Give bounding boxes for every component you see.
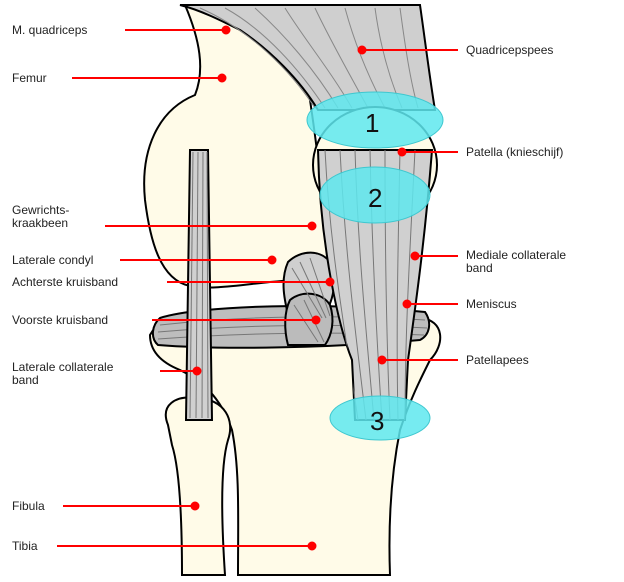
- label-laterale-collaterale-band: Laterale collaterale band: [12, 360, 114, 387]
- dot-achterste-kruisband: [325, 277, 335, 287]
- label-quadricepspees: Quadricepspees: [466, 43, 554, 57]
- dot-mediale-collaterale-band: [410, 251, 420, 261]
- dot-patella: [397, 147, 407, 157]
- label-laterale-condyl: Laterale condyl: [12, 253, 94, 267]
- region-1-highlight: [306, 91, 444, 149]
- label-m-quadriceps: M. quadriceps: [12, 23, 88, 37]
- label-meniscus: Meniscus: [466, 297, 517, 311]
- dot-quadricepspees: [357, 45, 367, 55]
- dot-laterale-condyl: [267, 255, 277, 265]
- label-achterste-kruisband: Achterste kruisband: [12, 275, 119, 289]
- dot-patellapees: [377, 355, 387, 365]
- dot-m-quadriceps: [221, 25, 231, 35]
- label-gewrichtskraakbeen: Gewrichts- kraakbeen: [12, 203, 70, 230]
- dot-fibula: [190, 501, 200, 511]
- region-3-highlight: [329, 395, 431, 441]
- dot-femur: [217, 73, 227, 83]
- dot-tibia: [307, 541, 317, 551]
- label-tibia: Tibia: [12, 539, 38, 553]
- label-fibula: Fibula: [12, 499, 45, 513]
- dot-laterale-collaterale-band: [192, 366, 202, 376]
- label-femur: Femur: [12, 71, 47, 85]
- label-patella: Patella (knieschijf): [466, 145, 564, 159]
- region-number-3: 3: [370, 406, 384, 436]
- label-patellapees: Patellapees: [466, 353, 529, 367]
- dot-gewrichtskraakbeen: [307, 221, 317, 231]
- dot-voorste-kruisband: [311, 315, 321, 325]
- dot-meniscus: [402, 299, 412, 309]
- region-number-2: 2: [368, 183, 382, 213]
- region-number-1: 1: [365, 108, 379, 138]
- region-2-highlight: [319, 166, 431, 224]
- label-mediale-collaterale-band: Mediale collaterale band: [466, 248, 567, 275]
- label-voorste-kruisband: Voorste kruisband: [12, 313, 109, 327]
- fibula-bone: [165, 396, 232, 576]
